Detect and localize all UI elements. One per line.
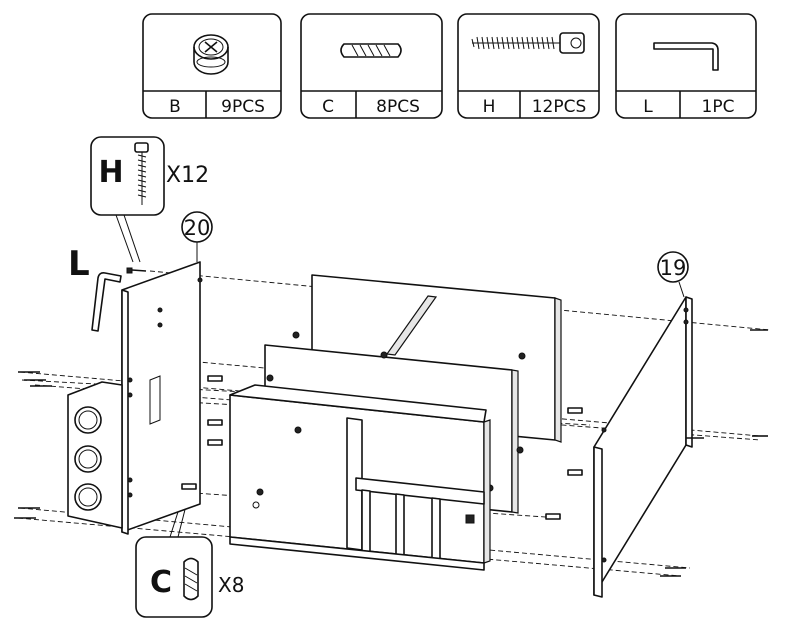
cam-lock-icon: [74, 445, 102, 473]
callout-dowel: C X8: [135, 489, 244, 618]
cam-lock-icon: [74, 483, 102, 511]
screw-icon: [134, 142, 149, 205]
panel-number-19: 19: [657, 251, 689, 298]
panel-number-20-text: 20: [184, 216, 211, 240]
part-qty-b: 9PCS: [221, 97, 265, 117]
allen-key-icon: [91, 272, 122, 332]
right-side-panel: [593, 296, 693, 598]
part-code-l: L: [643, 97, 653, 117]
left-drawer-front: [67, 381, 123, 529]
part-code-h: H: [483, 97, 496, 117]
callout-screw-code: H: [98, 155, 123, 190]
screw-icon: [471, 32, 585, 54]
callout-key-code: L: [68, 244, 90, 284]
loose-hardware: [14, 329, 768, 577]
wooden-dowel-icon: [340, 43, 402, 58]
parts-box-b: B 9PCS: [142, 13, 282, 119]
callout-screw: H X12: [90, 136, 209, 263]
allen-key-icon: [653, 42, 719, 71]
part-code-b: B: [169, 97, 181, 117]
front-shelf-unit: [229, 384, 491, 571]
part-qty-c: 8PCS: [376, 97, 420, 117]
callout-dowel-code: C: [150, 565, 172, 600]
callout-dowel-count: X8: [218, 573, 244, 597]
part-qty-h: 12PCS: [532, 97, 587, 117]
panel-number-20: 20: [181, 211, 213, 262]
part-qty-l: 1PC: [702, 97, 735, 117]
cam-lock-icon: [74, 406, 102, 434]
panel-number-19-text: 19: [660, 256, 687, 280]
part-code-c: C: [322, 97, 334, 117]
left-side-panel: [121, 261, 203, 535]
callout-screw-count: X12: [166, 163, 209, 188]
cam-lock-icon: [193, 34, 229, 75]
parts-box-h: H 12PCS: [457, 13, 600, 119]
parts-box-l: L 1PC: [615, 13, 757, 119]
callout-key: L: [68, 244, 147, 332]
wooden-dowel-icon: [183, 557, 199, 601]
parts-box-c: C 8PCS: [300, 13, 443, 119]
screw-icon: [126, 267, 147, 274]
